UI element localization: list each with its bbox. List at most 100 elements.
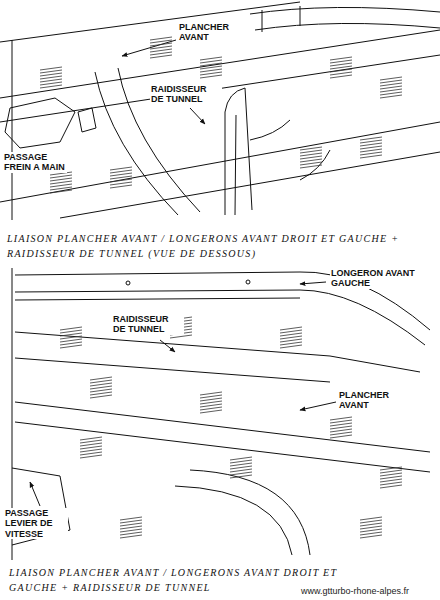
hatch-stroke [360, 529, 382, 532]
part-label: LONGERON AVANT GAUCHE [330, 268, 422, 289]
hatch-stroke [40, 70, 62, 73]
hatch-stroke [360, 137, 382, 140]
hatch-stroke [330, 63, 352, 66]
hand-brake-passage [5, 98, 75, 148]
hatch-stroke [360, 155, 382, 158]
hatch-stroke [40, 67, 62, 70]
hatch-stroke [50, 175, 72, 178]
hatch-stroke [40, 79, 62, 82]
hatch-stroke [110, 170, 132, 173]
hatch-stroke [90, 395, 112, 398]
hatch-stroke [380, 86, 402, 89]
hatch-stroke [120, 523, 142, 526]
hatch-stroke [120, 535, 142, 538]
hatch-stroke [380, 89, 402, 92]
part-label: PASSAGE LEVIER DE VITESSE [4, 508, 68, 539]
hatch-stroke [360, 523, 382, 526]
part-label: PASSAGE FREIN A MAIN [3, 152, 67, 173]
hatch-stroke [200, 404, 222, 407]
hatch-stroke [380, 80, 402, 83]
hatch-stroke [330, 429, 352, 432]
hatch-stroke [60, 327, 82, 330]
hatch-stroke [380, 77, 402, 80]
hatch-stroke [200, 75, 222, 78]
hatch-stroke [60, 345, 82, 348]
hatch-stroke [50, 187, 72, 190]
hatch-stroke [280, 345, 302, 348]
hatch-stroke [330, 420, 352, 423]
hatch-stroke [200, 401, 222, 404]
hatch-stroke [360, 149, 382, 152]
hatch-stroke [110, 185, 132, 188]
hatch-stroke [60, 336, 82, 339]
hatch-stroke [200, 410, 222, 413]
hatch-stroke [360, 520, 382, 523]
hatch-stroke [110, 167, 132, 170]
hatch-stroke [120, 517, 142, 520]
hatch-stroke [330, 426, 352, 429]
hatch-stroke [40, 73, 62, 76]
hatch-stroke [110, 173, 132, 176]
hatch-stroke [280, 342, 302, 345]
hatch-stroke [40, 82, 62, 85]
hatch-stroke [360, 140, 382, 143]
hatch-stroke [120, 526, 142, 529]
hatch-stroke [80, 449, 102, 452]
hatch-stroke [380, 95, 402, 98]
top-view-lines [0, 2, 440, 220]
figure-caption: LIAISON PLANCHER AVANT / LONGERONS AVANT… [6, 232, 436, 261]
part-label: PLANCHER AVANT [178, 22, 242, 43]
hatch-stroke [330, 72, 352, 75]
hatch-stroke [150, 40, 172, 43]
hatch-stroke [120, 529, 142, 532]
hatch-stroke [330, 423, 352, 426]
hatch-stroke [330, 57, 352, 60]
hatch-stroke [80, 437, 102, 440]
hatch-stroke [120, 532, 142, 535]
hatch-stroke [300, 153, 322, 156]
hatch-stroke [280, 336, 302, 339]
hatch-stroke [300, 162, 322, 165]
hatch-stroke [200, 60, 222, 63]
hatch-stroke [150, 55, 172, 58]
hatch-stroke [380, 92, 402, 95]
hatch-stroke [280, 330, 302, 333]
hatch-stroke [80, 455, 102, 458]
hatch-stroke [80, 440, 102, 443]
leader-arrows [30, 40, 336, 506]
hatch-stroke [50, 190, 72, 193]
hatch-stroke [380, 473, 402, 476]
hatch-stroke [280, 327, 302, 330]
hatch-stroke [60, 330, 82, 333]
hatch-stroke [330, 432, 352, 435]
hatch-stroke [150, 37, 172, 40]
hatch-stroke [230, 472, 252, 475]
part-label: RAIDISSEUR DE TUNNEL [150, 84, 222, 105]
hatch-stroke [360, 517, 382, 520]
hatch-stroke [360, 532, 382, 535]
hatch-stroke [80, 443, 102, 446]
hatch-stroke [90, 389, 112, 392]
hatch-stroke [380, 476, 402, 479]
hatch-stroke [360, 146, 382, 149]
hatch-stroke [230, 460, 252, 463]
hatch-stroke [200, 392, 222, 395]
hatch-stroke [300, 165, 322, 168]
hatch-stroke [330, 69, 352, 72]
hatch-stroke [380, 485, 402, 488]
hatch-stroke [50, 184, 72, 187]
hatch-stroke [330, 66, 352, 69]
hatch-stroke [90, 380, 112, 383]
hatch-stroke [330, 417, 352, 420]
hatch-stroke [380, 83, 402, 86]
hatch-stroke [300, 150, 322, 153]
hatch-stroke [200, 66, 222, 69]
hatch-stroke [230, 475, 252, 478]
hatch-stroke [90, 377, 112, 380]
hatch-stroke [200, 398, 222, 401]
watermark: www.gtturbo-rhone-alpes.fr [300, 586, 438, 596]
hatch-stroke [380, 482, 402, 485]
hatch-stroke [150, 46, 172, 49]
hatch-stroke [300, 147, 322, 150]
hatch-stroke [380, 479, 402, 482]
